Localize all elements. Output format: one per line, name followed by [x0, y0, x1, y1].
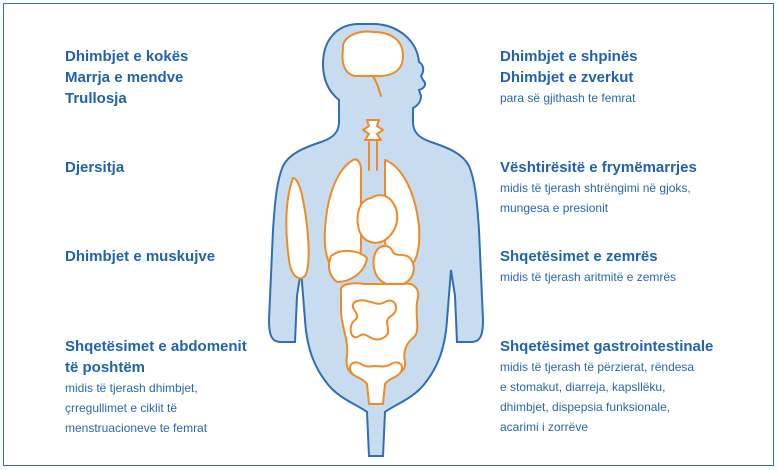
label-muscle-pain: Dhimbjet e muskujve	[65, 246, 215, 267]
label-dizziness: Marrja e mendve	[65, 67, 188, 88]
label-breathing-sub-1: midis të tjerash shtrëngimi në gjoks,	[500, 178, 697, 198]
label-lower-abdomen-title-2: të poshtëm	[65, 357, 247, 378]
label-lower-abdomen-sub-3: menstruacioneve te femrat	[65, 418, 247, 438]
label-breathing: Vështirësitë e frymëmarrjes	[500, 157, 697, 178]
label-back-sub: para së gjithash te femrat	[500, 88, 638, 108]
label-heart-sub: midis të tjerash aritmitë e zemrës	[500, 267, 676, 287]
label-sweating: Djersitja	[65, 157, 124, 178]
left-group-abdomen: Shqetësimet e abdomenit të poshtëm midis…	[65, 336, 247, 438]
label-vertigo: Trullosja	[65, 88, 188, 109]
brain-icon	[343, 32, 404, 76]
right-group-heart: Shqetësimet e zemrës midis të tjerash ar…	[500, 246, 676, 287]
heart-icon	[358, 195, 398, 243]
label-neck-pain: Dhimbjet e zverkut	[500, 67, 638, 88]
left-group-sweating: Djersitja	[65, 157, 124, 178]
label-gastro-sub-1: midis të tjerash të përzierat, rëndesa	[500, 357, 713, 377]
human-body-figure	[255, 20, 495, 460]
label-heart: Shqetësimet e zemrës	[500, 246, 676, 267]
label-headache: Dhimbjet e kokës	[65, 46, 188, 67]
label-breathing-sub-2: mungesa e presionit	[500, 198, 697, 218]
label-gastro-sub-2: e stomakut, diarreja, kapsllëku,	[500, 377, 713, 397]
label-back-pain: Dhimbjet e shpinës	[500, 46, 638, 67]
label-gastro-sub-3: dhimbjet, dispepsia funksionale,	[500, 397, 713, 417]
left-group-head: Dhimbjet e kokës Marrja e mendve Trullos…	[65, 46, 188, 109]
right-group-gastro: Shqetësimet gastrointestinale midis të t…	[500, 336, 713, 437]
right-group-breathing: Vështirësitë e frymëmarrjes midis të tje…	[500, 157, 697, 218]
label-gastro-sub-4: acarimi i zorrëve	[500, 417, 713, 437]
label-lower-abdomen-sub-2: çrregullimet e ciklit të	[65, 398, 247, 418]
right-group-back: Dhimbjet e shpinës Dhimbjet e zverkut pa…	[500, 46, 638, 108]
label-lower-abdomen-title-1: Shqetësimet e abdomenit	[65, 336, 247, 357]
label-lower-abdomen-sub-1: midis të tjerash dhimbjet,	[65, 378, 247, 398]
left-group-muscle: Dhimbjet e muskujve	[65, 246, 215, 267]
label-gastro: Shqetësimet gastrointestinale	[500, 336, 713, 357]
